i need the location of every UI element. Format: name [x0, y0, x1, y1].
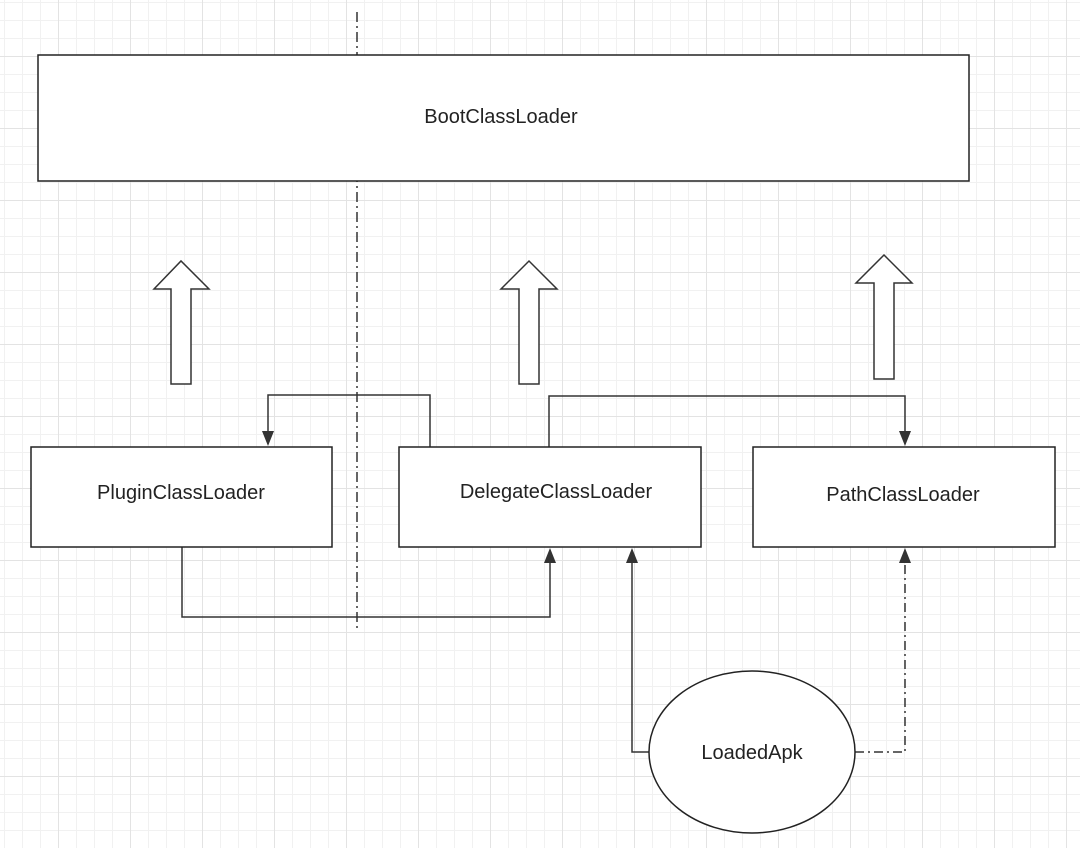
- delegate-to-path-arrowhead: [899, 431, 911, 446]
- loadedapk-to-delegate-connector: [631, 562, 651, 753]
- delegate-to-path-connector: [548, 395, 906, 447]
- path-class-loader-label: PathClassLoader: [826, 484, 980, 506]
- path-parent-up-arrow: [854, 253, 914, 380]
- path-class-loader-box: [752, 446, 1056, 548]
- loaded-apk-ellipse: [648, 670, 856, 834]
- delegate-class-loader-node[interactable]: DelegateClassLoader: [398, 446, 702, 548]
- delegate-class-loader-box: [398, 446, 702, 548]
- loadedapk-to-path-arrowhead: [899, 548, 911, 563]
- boot-class-loader-box: [37, 54, 970, 182]
- plugin-to-delegate-connector: [181, 547, 551, 618]
- plugin-class-loader-box: [30, 446, 333, 548]
- boot-class-loader-label: BootClassLoader: [424, 106, 578, 128]
- plugin-class-loader-node[interactable]: PluginClassLoader: [30, 446, 333, 548]
- boot-class-loader-node[interactable]: BootClassLoader: [37, 54, 970, 182]
- plugin-class-loader-label: PluginClassLoader: [97, 482, 265, 504]
- plugin-to-delegate-arrowhead: [544, 548, 556, 563]
- delegate-to-plugin-arrowhead: [262, 431, 274, 446]
- delegate-parent-up-arrow: [499, 259, 559, 385]
- loadedapk-to-delegate-arrowhead: [626, 548, 638, 563]
- loaded-apk-label: LoadedApk: [701, 742, 803, 764]
- path-class-loader-node[interactable]: PathClassLoader: [752, 446, 1056, 548]
- plugin-parent-up-arrow: [152, 259, 211, 385]
- delegate-class-loader-label: DelegateClassLoader: [460, 481, 653, 503]
- loadedapk-to-path-connector: [855, 562, 906, 753]
- loaded-apk-node[interactable]: LoadedApk: [648, 670, 856, 834]
- delegate-to-plugin-connector: [267, 394, 431, 447]
